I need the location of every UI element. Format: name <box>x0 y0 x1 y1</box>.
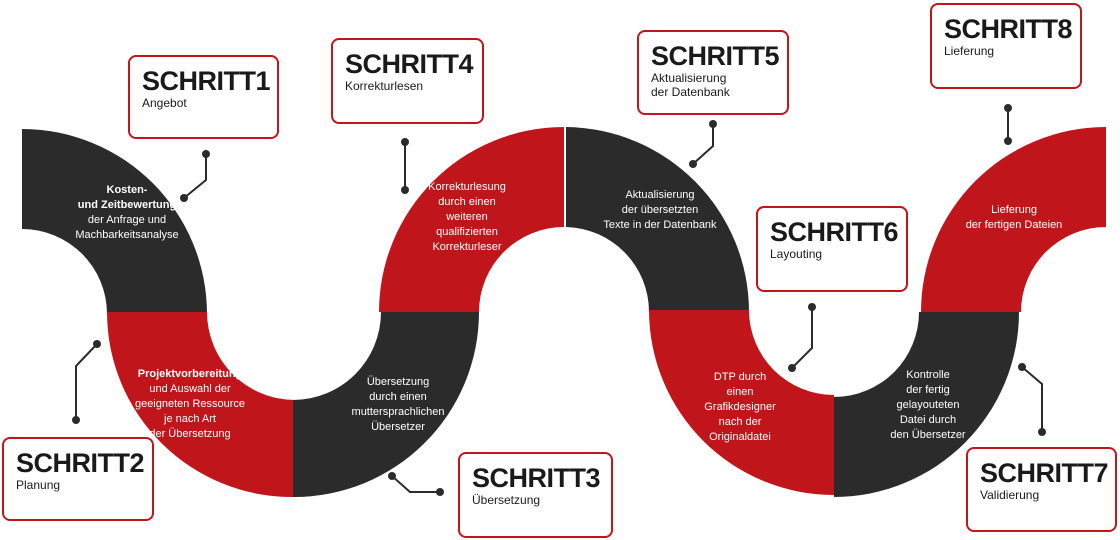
step-box-6: SCHRITT6 Layouting <box>756 206 908 292</box>
connector-3 <box>391 475 440 493</box>
segment-2-text: Projektvorbereitung und Auswahl der geei… <box>125 367 255 442</box>
segment-text-line: Texte in der Datenbank <box>603 219 717 231</box>
segment-text-line: Übersetzer <box>371 421 425 433</box>
segment-text-line: Datei durch <box>899 414 957 426</box>
segment-text-line: Korrekturlesung <box>428 181 506 193</box>
segment-text-line: Aktualisierung <box>625 189 695 201</box>
step-title: SCHRITT5 <box>651 41 780 71</box>
segment-text-line: der Anfrage und <box>87 214 167 226</box>
segment-text-line: muttersprachlichen <box>351 406 445 418</box>
segment-7 <box>834 312 1019 497</box>
step-title: SCHRITT2 <box>16 448 145 478</box>
segment-text-line: und Zeitbewertung <box>77 199 177 211</box>
connector-dot <box>388 472 396 480</box>
step-subtitle: Validierung <box>980 488 1040 502</box>
segment-3 <box>293 312 479 498</box>
connector-dot <box>1004 137 1012 145</box>
connector-dot <box>93 340 101 348</box>
step-box-1: SCHRITT1 Angebot <box>128 55 279 139</box>
connector-dot <box>788 364 796 372</box>
segment-7-text: Kontrolle der fertig gelayouteten Datei … <box>863 368 993 443</box>
segment-text-line: Projektvorbereitung <box>137 368 243 380</box>
step-box-8: SCHRITT8 Lieferung <box>930 3 1082 89</box>
segment-text-line: je nach Art <box>164 413 216 425</box>
segment-text-line: Grafikdesigner <box>704 401 776 413</box>
step-title: SCHRITT3 <box>472 463 601 493</box>
step-subtitle: Lieferung <box>944 44 995 58</box>
segment-text-line: der übersetzten <box>621 204 699 216</box>
step-title: SCHRITT7 <box>980 458 1109 488</box>
segment-text-line: DTP durch <box>713 371 767 383</box>
step-subtitle: der Datenbank <box>651 85 730 99</box>
step-subtitle: Übersetzung <box>472 493 541 507</box>
connector-dot <box>436 488 444 496</box>
step-title: SCHRITT4 <box>345 49 474 79</box>
step-subtitle: Layouting <box>770 247 823 261</box>
connector-6 <box>791 307 813 369</box>
step-title: SCHRITT6 <box>770 217 899 247</box>
segment-text-line: nach der <box>718 416 762 428</box>
segment-4 <box>379 127 564 312</box>
segment-6-text: DTP durch einen Grafikdesigner nach der … <box>675 370 805 445</box>
segment-text-line: qualifizierten <box>436 226 498 238</box>
step-box-4: SCHRITT4 Korrekturlesen <box>331 38 484 124</box>
step-subtitle: Aktualisierung <box>651 71 727 85</box>
step-box-5: SCHRITT5 Aktualisierung der Datenbank <box>637 30 789 115</box>
segment-text-line: den Übersetzer <box>890 429 966 441</box>
segment-text-line: durch einen <box>438 196 496 208</box>
segment-2 <box>106 312 295 498</box>
segment-text-line: gelayouteten <box>896 399 960 411</box>
segment-text-line: Lieferung <box>991 204 1037 216</box>
segment-8-text: Lieferung der fertigen Dateien <box>949 203 1079 233</box>
segment-text-line: durch einen <box>369 391 427 403</box>
segment-3-text: Übersetzung durch einen muttersprachlich… <box>333 375 463 435</box>
segment-1 <box>22 129 207 314</box>
segment-1-text: Kosten- und Zeitbewertung der Anfrage un… <box>62 183 192 243</box>
step-box-2: SCHRITT2 Planung <box>2 437 154 521</box>
step-subtitle: Planung <box>16 478 61 492</box>
segment-text-line: Machbarkeitsanalyse <box>75 229 179 241</box>
step-title: SCHRITT8 <box>944 14 1073 44</box>
connector-7 <box>1021 366 1043 432</box>
connector-dot <box>1018 363 1026 371</box>
connector-dot <box>689 160 697 168</box>
connector-dot <box>1038 428 1046 436</box>
segment-text-line: der fertig <box>906 384 950 396</box>
step-subtitle: Angebot <box>142 96 187 110</box>
connector-dot <box>1004 104 1012 112</box>
connector-dot <box>202 150 210 158</box>
segment-text-line: Korrekturleser <box>432 241 502 253</box>
segment-text-line: einen <box>726 386 754 398</box>
connector-dot <box>709 120 717 128</box>
segment-4-text: Korrekturlesung durch einen weiteren qua… <box>402 180 532 255</box>
segment-text-line: geeigneten Ressource <box>134 398 246 410</box>
connector-2 <box>75 343 98 420</box>
connector-dot <box>401 186 409 194</box>
segment-text-line: der Übersetzung <box>149 428 231 440</box>
segment-text-line: weiteren <box>446 211 488 223</box>
connector-dot <box>72 416 80 424</box>
segment-text-line: und Auswahl der <box>149 383 231 395</box>
connector-dot <box>180 194 188 202</box>
connector-5 <box>692 124 714 165</box>
segment-8 <box>921 127 1106 312</box>
step-subtitle: Korrekturlesen <box>345 79 424 93</box>
step-title: SCHRITT1 <box>142 66 271 96</box>
step-box-3: SCHRITT3 Übersetzung <box>458 452 613 538</box>
connector-dot <box>401 138 409 146</box>
step-box-7: SCHRITT7 Validierung <box>966 447 1117 532</box>
segment-5 <box>566 127 749 312</box>
connector-1 <box>183 154 207 199</box>
segment-text-line: Originaldatei <box>709 431 771 443</box>
segment-6 <box>649 310 834 495</box>
segment-text-line: Kontrolle <box>906 369 950 381</box>
segment-5-text: Aktualisierung der übersetzten Texte in … <box>590 188 730 233</box>
segment-text-line: der fertigen Dateien <box>965 219 1063 231</box>
connector-dot <box>808 303 816 311</box>
segment-text-line: Kosten- <box>106 184 148 196</box>
segment-text-line: Übersetzung <box>366 376 430 388</box>
